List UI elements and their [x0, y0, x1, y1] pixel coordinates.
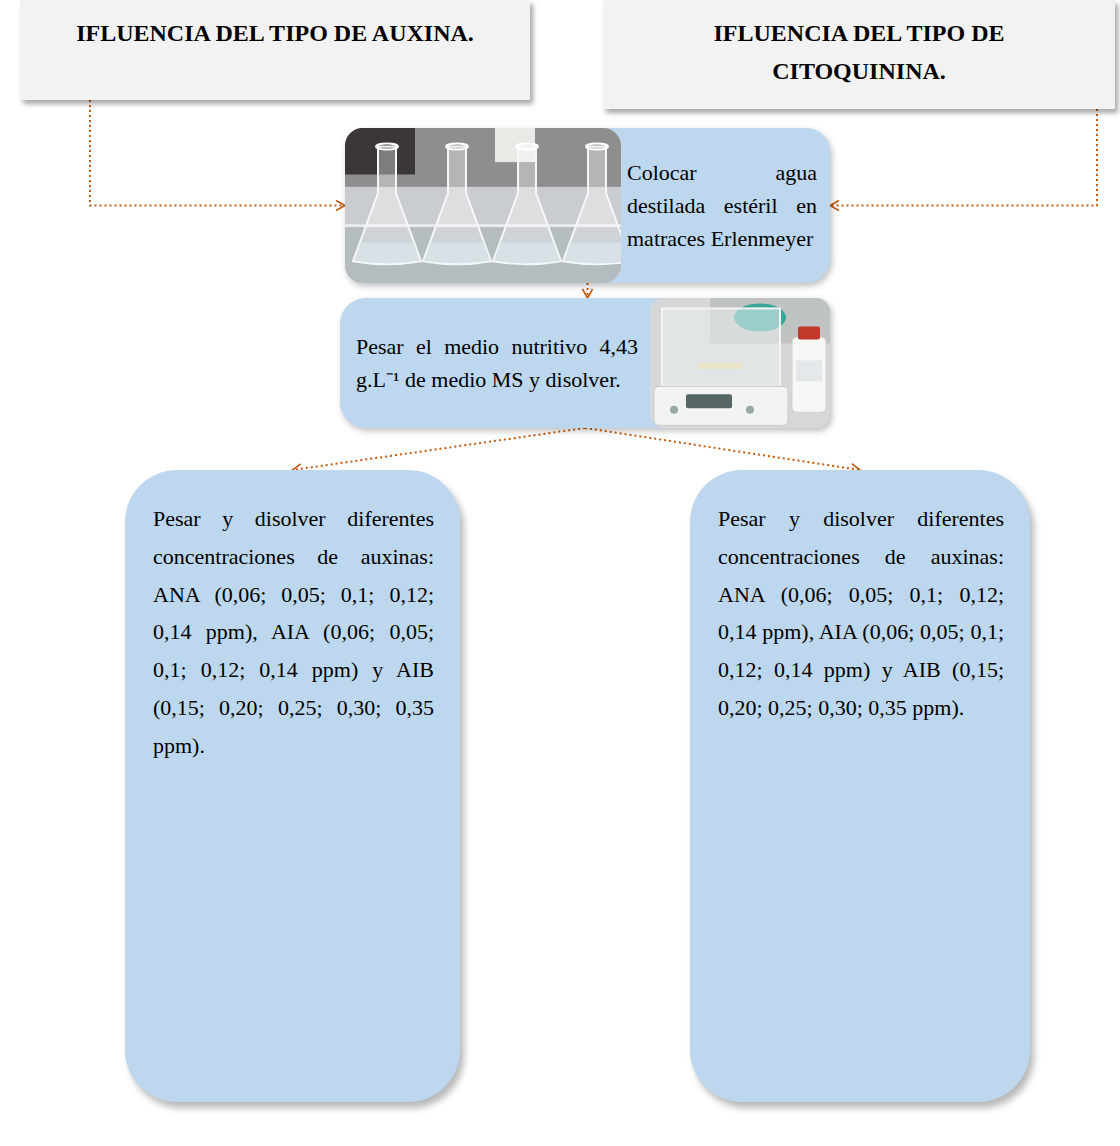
balance-photo: [340, 298, 830, 428]
section-title: IFLUENCIA DEL TIPO DE CITOQUININA.: [625, 14, 1093, 91]
dotted-connector: [293, 428, 586, 470]
dotted-connector: [830, 109, 1097, 206]
step-text: Pesar el medio nutritivo 4,43 g.L⁻¹ de m…: [356, 330, 638, 396]
dotted-connector: [585, 428, 860, 470]
process-box: Colocar agua destilada estéril en matrac…: [345, 128, 830, 283]
dotted-connector: [90, 100, 345, 206]
step-text: Pesar y disolver diferentes concentracio…: [153, 500, 434, 765]
section-title: IFLUENCIA DEL TIPO DE AUXINA.: [42, 14, 508, 52]
photo-illustration: [340, 298, 830, 428]
dotted-connector: [587, 283, 589, 298]
step-text: Pesar y disolver diferentes concentracio…: [718, 500, 1004, 727]
title-box: IFLUENCIA DEL TIPO DE AUXINA.: [20, 0, 530, 100]
title-box: IFLUENCIA DEL TIPO DE CITOQUININA.: [603, 0, 1115, 109]
step-text: Colocar agua destilada estéril en matrac…: [627, 156, 817, 255]
process-box: Pesar el medio nutritivo 4,43 g.L⁻¹ de m…: [340, 298, 830, 428]
process-box: Pesar y disolver diferentes concentracio…: [125, 470, 460, 1102]
process-box: Pesar y disolver diferentes concentracio…: [690, 470, 1030, 1102]
